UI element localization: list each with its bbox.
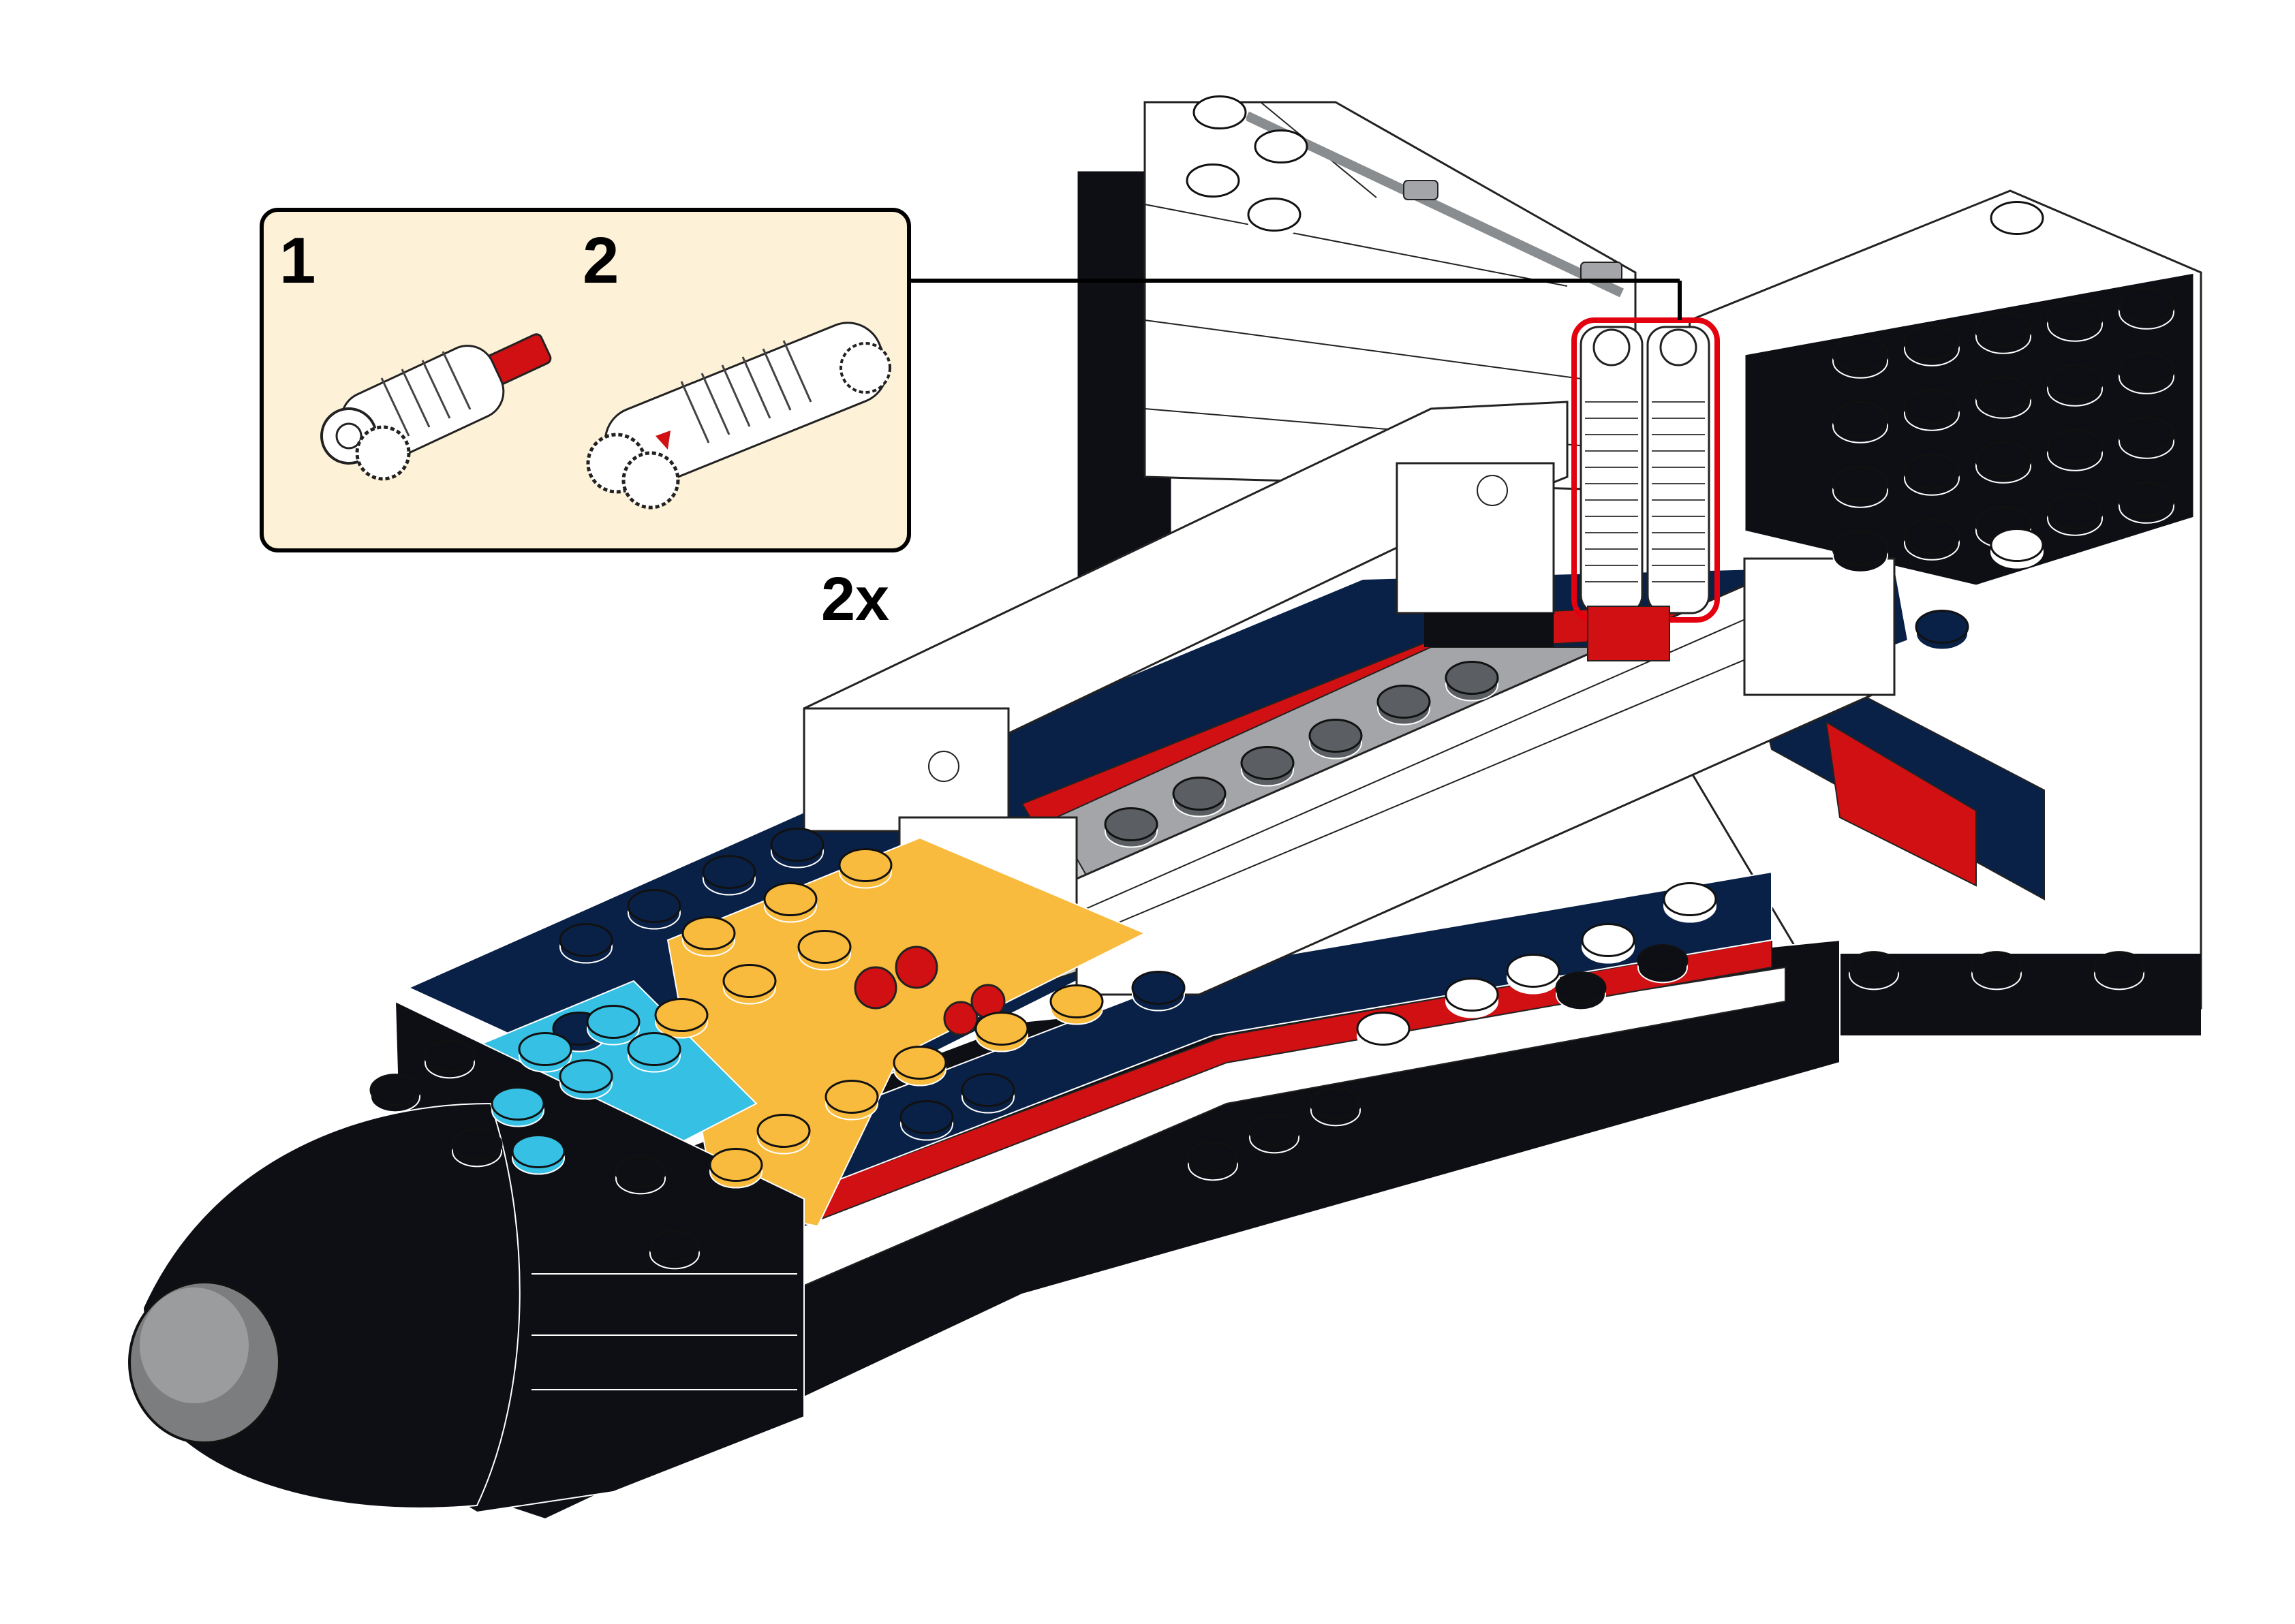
stud <box>424 1040 476 1079</box>
stud <box>1832 530 1889 573</box>
stud <box>1131 970 1186 1012</box>
stud <box>899 1099 954 1141</box>
stud <box>681 916 736 957</box>
stud <box>2046 364 2104 407</box>
stud <box>1581 922 1635 964</box>
stud <box>1971 951 2022 990</box>
stud <box>2046 493 2104 536</box>
stud <box>1254 129 1308 170</box>
sub-step-1-number: 1 <box>279 224 315 297</box>
stud <box>1049 984 1104 1025</box>
stud <box>1248 1114 1300 1154</box>
stud <box>1192 95 1247 136</box>
stud <box>825 1079 879 1121</box>
stud <box>1663 881 1717 923</box>
stud <box>1975 311 2032 354</box>
stud <box>1915 609 1969 651</box>
stud <box>1240 745 1295 787</box>
stud <box>1310 1087 1361 1127</box>
part-pin-long-with-stop <box>586 322 891 510</box>
stud <box>627 888 681 930</box>
sub-step-2-number: 2 <box>583 224 619 297</box>
stud <box>961 1072 1015 1114</box>
stud <box>1186 163 1240 204</box>
stud <box>1187 1142 1239 1181</box>
stud <box>1975 376 2032 419</box>
stud <box>722 963 777 1005</box>
stud <box>1555 971 1607 1011</box>
stud <box>1990 527 2044 569</box>
stud <box>1104 807 1158 848</box>
stud <box>1848 951 1900 990</box>
quantity-multiplier: 2x <box>821 565 889 634</box>
stud <box>1990 200 2044 242</box>
stud <box>1308 718 1363 760</box>
stud <box>649 1230 700 1270</box>
stud <box>518 1031 572 1073</box>
stud <box>2093 951 2145 990</box>
stud <box>2118 352 2175 394</box>
stud <box>491 1086 545 1127</box>
stud <box>838 847 893 889</box>
stud <box>1832 336 1889 379</box>
stud <box>1903 518 1960 561</box>
technic-axle <box>1245 111 1624 298</box>
red-gears <box>854 946 1006 1036</box>
stud <box>1832 465 1889 508</box>
stud <box>1356 1011 1411 1052</box>
stud <box>559 1059 613 1100</box>
stud <box>1445 977 1499 1018</box>
stud <box>559 922 613 964</box>
stud <box>2046 428 2104 471</box>
part-axle-pin-with-friction <box>320 333 552 481</box>
stud <box>2046 299 2104 342</box>
stud <box>702 854 756 896</box>
stud <box>1506 953 1560 995</box>
stud <box>615 1155 666 1195</box>
stud <box>2118 287 2175 330</box>
payload-door-right <box>1075 557 1896 996</box>
stud <box>1975 441 2032 484</box>
stud <box>893 1045 947 1087</box>
stud <box>1903 453 1960 496</box>
stud <box>770 827 825 869</box>
stud <box>1903 324 1960 366</box>
stud <box>2118 481 2175 524</box>
nose-cone <box>128 1000 805 1514</box>
stud <box>369 1074 421 1113</box>
studs <box>369 95 2175 1270</box>
stud <box>763 881 818 923</box>
stud <box>451 1128 503 1168</box>
stud <box>756 1113 811 1155</box>
stud <box>974 1011 1029 1052</box>
stud <box>1637 944 1689 984</box>
stud <box>1832 401 1889 443</box>
stud <box>1172 776 1227 817</box>
highlighted-new-parts <box>1571 317 1720 661</box>
stud <box>511 1134 566 1175</box>
stud <box>1376 684 1431 725</box>
stud <box>586 1004 641 1046</box>
stud <box>654 997 709 1039</box>
callout-box: 1 2 <box>260 208 1682 634</box>
stud <box>797 929 852 971</box>
stud <box>627 1031 681 1073</box>
stud <box>1903 388 1960 431</box>
stud <box>709 1147 763 1189</box>
stud <box>2118 416 2175 459</box>
stud <box>1247 197 1301 238</box>
stud <box>1445 660 1499 702</box>
